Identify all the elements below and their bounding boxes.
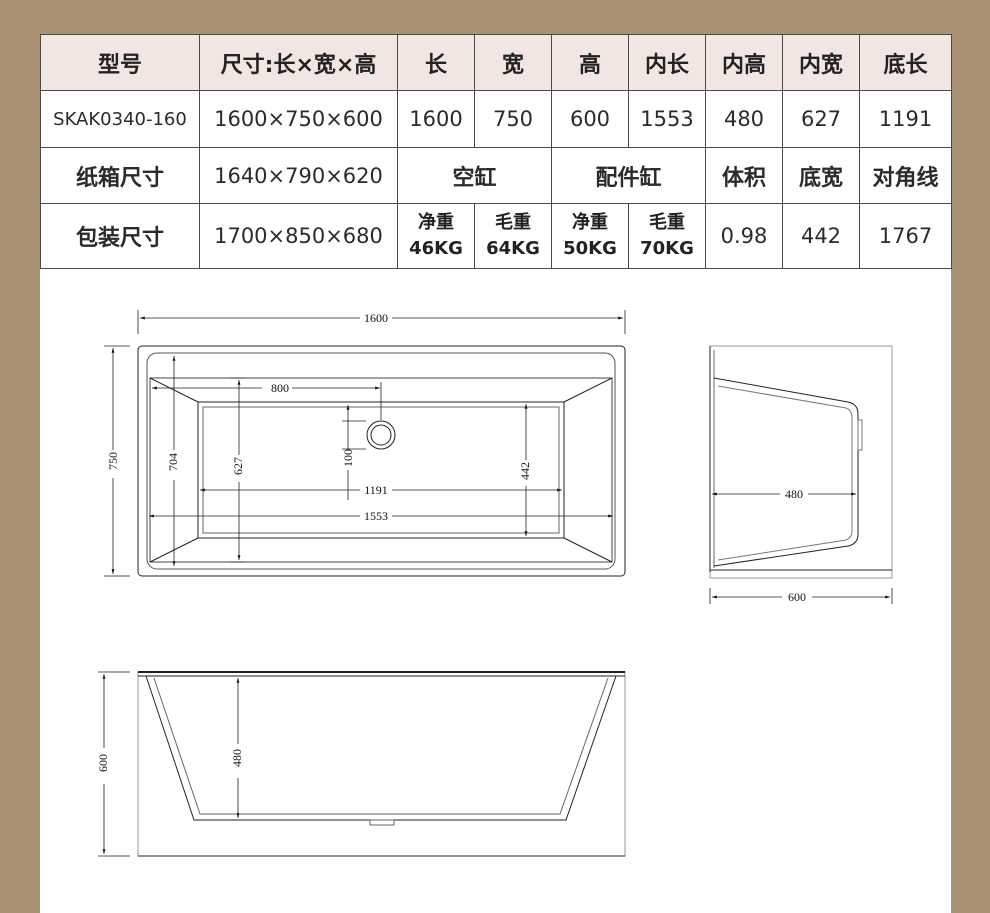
diagonal-value: 1767 (859, 203, 952, 269)
table-row-model: SKAK0340-160 1600×750×600 1600 750 600 1… (40, 90, 952, 148)
dim-label-480: 480 (230, 749, 244, 767)
table-cell: 1191 (859, 90, 952, 148)
net-weight-value: 50KG (563, 238, 617, 259)
parts-gross-weight-cell: 毛重 70KG (628, 203, 706, 269)
table-row-package: 包装尺寸 1700×850×680 净重 46KG 毛重 64KG 净重 50KG 毛… (40, 203, 952, 269)
top-view-dimension-labels: 1600 750 704 627 800 100 442 1191 1553 (106, 311, 532, 523)
dim-label-442: 442 (518, 462, 532, 480)
side-view-drawing (709, 345, 893, 579)
table-cell: 600 (551, 90, 629, 148)
empty-net-weight-cell: 净重 46KG (397, 203, 475, 269)
package-size-label: 包装尺寸 (40, 203, 200, 269)
net-weight-label: 净重 (418, 212, 454, 233)
table-cell: 750 (474, 90, 552, 148)
front-view-dimensions (98, 671, 240, 857)
header-cell: 长 (397, 34, 475, 91)
header-cell: 内宽 (782, 34, 860, 91)
dim-label-600: 600 (788, 590, 806, 604)
carton-size-value: 1640×790×620 (199, 147, 398, 204)
table-cell: 1600×750×600 (199, 90, 398, 148)
spec-sheet: 型号 尺寸:长×宽×高 长 宽 高 内长 内高 内宽 底长 SKAK0340-1… (40, 34, 952, 913)
side-view-dimensions (709, 492, 893, 604)
header-cell: 高 (551, 34, 629, 91)
diagonal-label: 对角线 (859, 147, 952, 204)
gross-weight-value: 70KG (640, 238, 694, 259)
empty-gross-weight-cell: 毛重 64KG (474, 203, 552, 269)
table-row-carton: 纸箱尺寸 1640×790×620 空缸 配件缸 体积 底宽 对角线 (40, 147, 952, 204)
side-view-dimension-labels: 480 600 (785, 487, 806, 604)
base-width-label: 底宽 (782, 147, 860, 204)
front-view-drawing (137, 671, 626, 857)
table-header-row: 型号 尺寸:长×宽×高 长 宽 高 内长 内高 内宽 底长 (40, 34, 952, 91)
model-number: SKAK0340-160 (40, 90, 200, 148)
table-cell: 627 (782, 90, 860, 148)
table-cell: 480 (705, 90, 783, 148)
dim-label-1553: 1553 (364, 509, 388, 523)
parts-net-weight-cell: 净重 50KG (551, 203, 629, 269)
header-cell: 尺寸:长×宽×高 (199, 34, 398, 91)
header-cell: 型号 (40, 34, 200, 91)
gross-weight-value: 64KG (486, 238, 540, 259)
dim-label-100: 100 (341, 449, 355, 467)
parts-tub-label: 配件缸 (551, 147, 706, 204)
spec-table: 型号 尺寸:长×宽×高 长 宽 高 内长 内高 内宽 底长 SKAK0340-1… (40, 34, 952, 269)
table-cell: 1553 (628, 90, 706, 148)
header-cell: 宽 (474, 34, 552, 91)
base-width-value: 442 (782, 203, 860, 269)
gross-weight-label: 毛重 (495, 212, 531, 233)
table-cell: 1600 (397, 90, 475, 148)
package-size-value: 1700×850×680 (199, 203, 398, 269)
net-weight-value: 46KG (409, 238, 463, 259)
empty-tub-label: 空缸 (397, 147, 552, 204)
dim-label-627: 627 (231, 457, 245, 475)
net-weight-label: 净重 (572, 212, 608, 233)
header-cell: 内高 (705, 34, 783, 91)
top-view-dimensions (104, 310, 626, 577)
dim-label-750: 750 (106, 452, 120, 470)
gross-weight-label: 毛重 (649, 212, 685, 233)
header-cell: 内长 (628, 34, 706, 91)
dim-label-480: 480 (785, 487, 803, 501)
dim-label-1191: 1191 (364, 483, 388, 497)
dim-label-1600: 1600 (364, 311, 388, 325)
header-cell: 底长 (859, 34, 952, 91)
dim-label-704: 704 (166, 453, 180, 471)
front-view-dimension-labels: 600 480 (96, 749, 244, 772)
dim-label-600: 600 (96, 754, 110, 772)
carton-size-label: 纸箱尺寸 (40, 147, 200, 204)
top-view-drawing (137, 345, 626, 577)
dim-label-800: 800 (271, 381, 289, 395)
